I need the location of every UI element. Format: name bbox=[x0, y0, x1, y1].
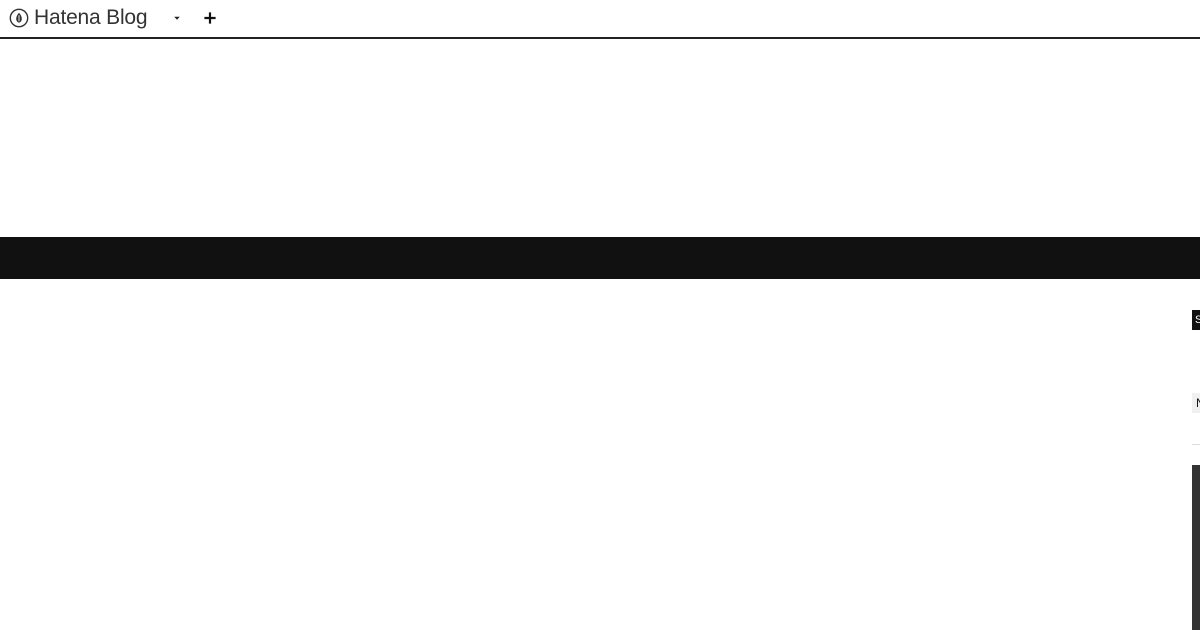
sidebar-dark-chip-text: S bbox=[1195, 314, 1200, 326]
global-header: Hatena Blog bbox=[0, 0, 1200, 39]
hatena-logo-icon bbox=[9, 8, 29, 28]
sidebar-divider bbox=[1192, 444, 1200, 445]
caret-down-icon bbox=[174, 16, 180, 20]
hatena-blog-logo-link[interactable]: Hatena Blog bbox=[9, 6, 148, 29]
add-button[interactable] bbox=[201, 9, 219, 27]
sidebar-dark-chip bbox=[1192, 310, 1200, 330]
plus-icon bbox=[204, 12, 216, 24]
blog-header-area bbox=[0, 39, 1200, 237]
sidebar-light-chip bbox=[1192, 393, 1200, 413]
brand-title: Hatena Blog bbox=[34, 6, 148, 29]
sidebar-dark-panel bbox=[1192, 465, 1200, 630]
blog-menu-button[interactable] bbox=[169, 9, 185, 27]
sidebar-light-chip-text: N bbox=[1196, 393, 1200, 413]
main-content bbox=[0, 279, 1200, 630]
navigation-band bbox=[0, 237, 1200, 279]
